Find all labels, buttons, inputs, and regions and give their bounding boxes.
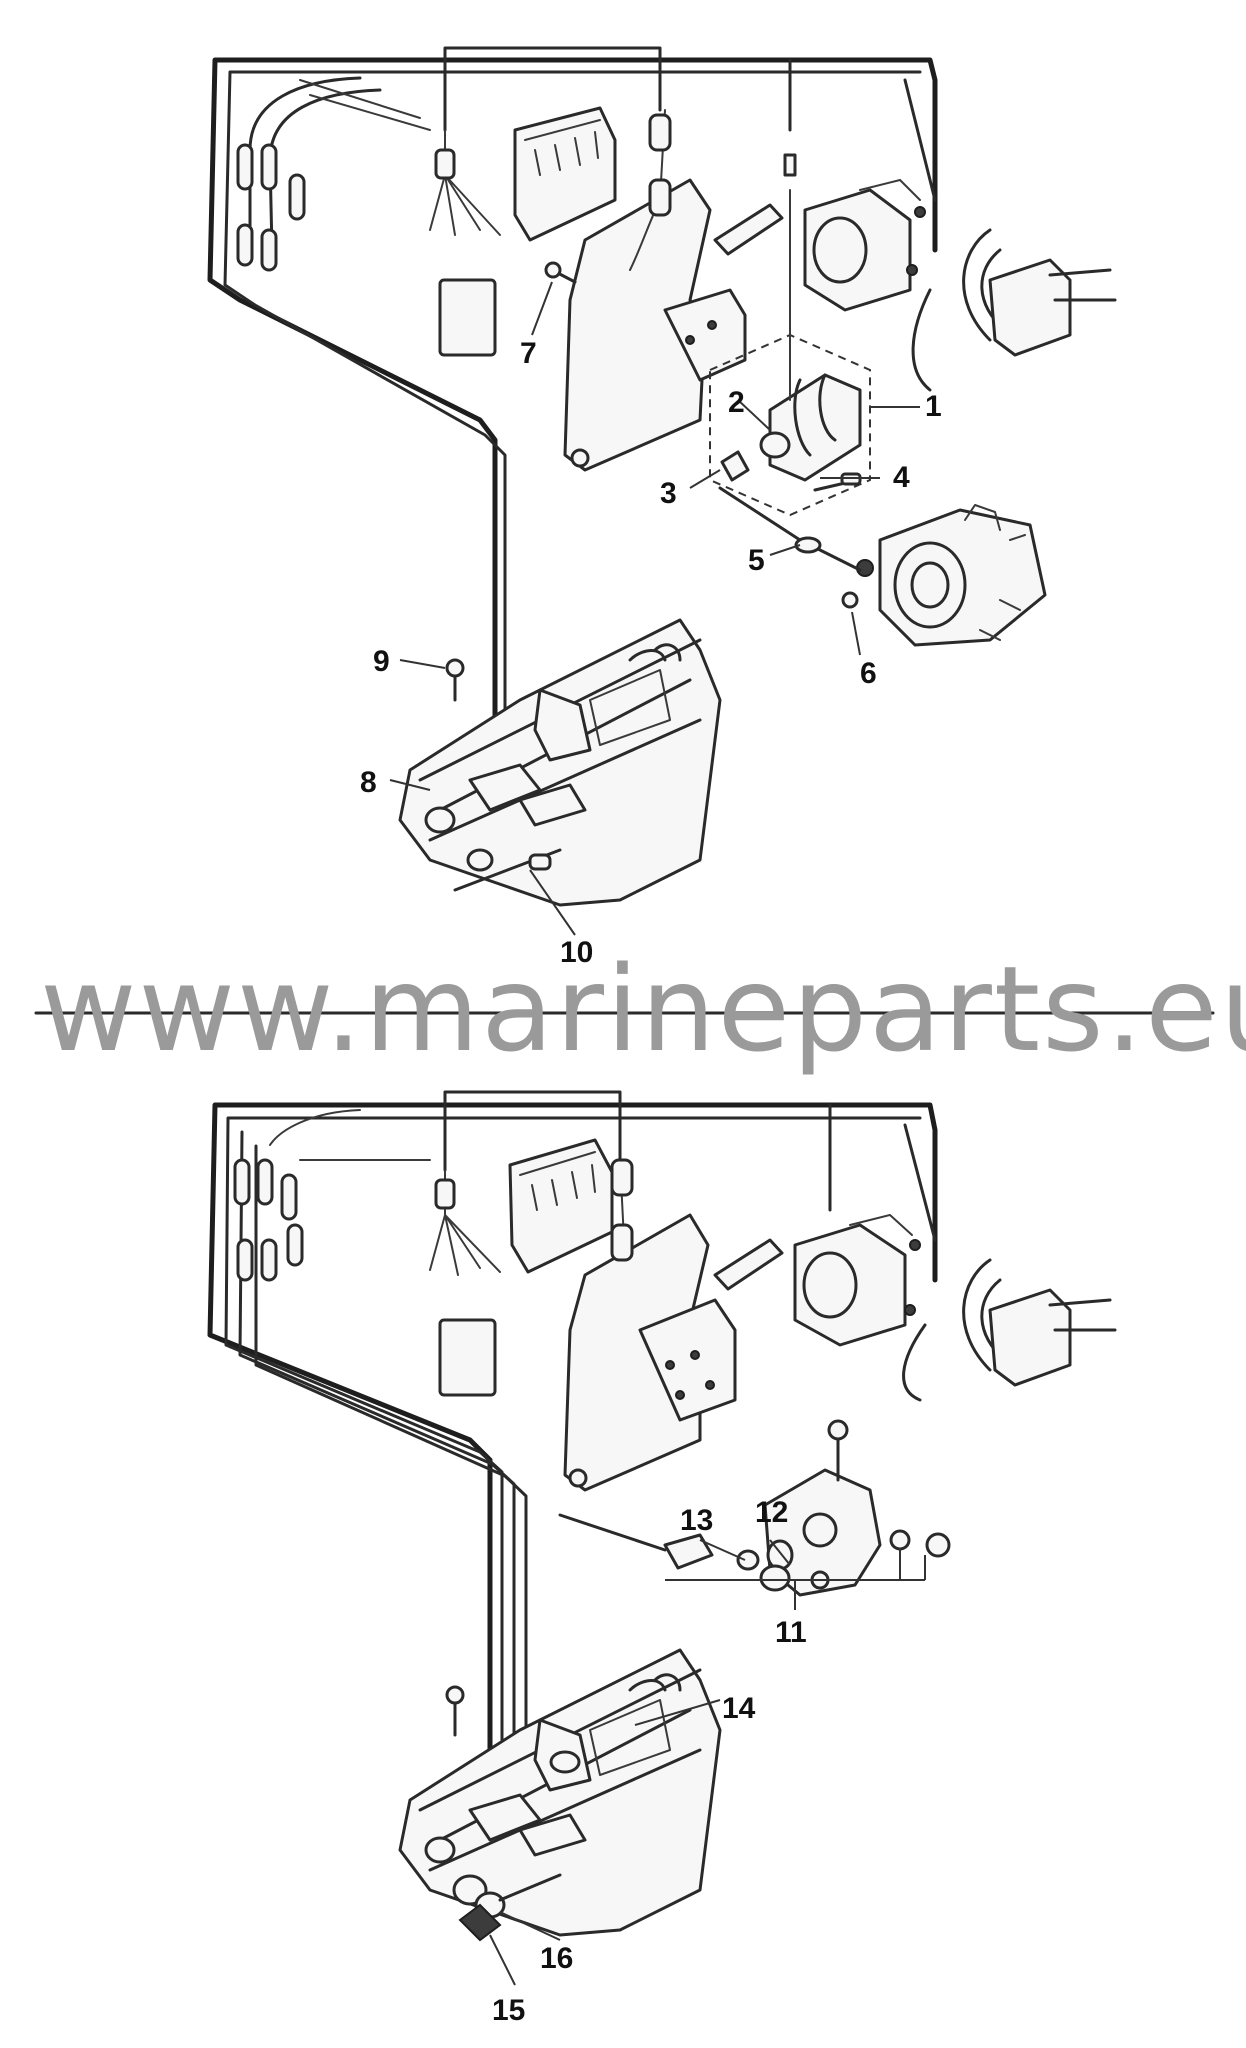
callout-7: 7	[520, 337, 537, 370]
lower-harness-outer	[207, 1102, 938, 1883]
watermark-text: www.marineparts.eu	[40, 940, 1246, 1078]
upper-harness-diagonal	[299, 79, 431, 131]
upper-lower-cowl	[398, 618, 722, 907]
lower-assembly	[207, 1090, 1117, 1986]
lower-harness-strand-4	[254, 1144, 528, 1882]
rectifier-connector	[429, 129, 501, 357]
neutral-switch-assembly	[558, 1419, 951, 1610]
upper-bullet-connectors	[236, 143, 306, 272]
callout-16: 16	[540, 1942, 573, 1975]
callout-2: 2	[728, 386, 745, 419]
lower-leader-lines	[489, 1539, 791, 1986]
watermark-group: www.marineparts.eu	[34, 940, 1246, 1078]
upper-assembly	[207, 46, 1117, 936]
lower-rectifier-connector	[429, 1169, 501, 1397]
lower-harness-strand-2	[224, 1116, 922, 1882]
lower-lower-cowl	[398, 1648, 722, 1937]
lower-switch-15-16	[452, 1873, 562, 1942]
callout-6: 6	[860, 657, 877, 690]
callout-labels: 1 2 3 4 5 6 7 8 9 10 11 12 13 14 15 16	[360, 337, 942, 2027]
callout-12: 12	[755, 1496, 788, 1529]
lower-relay	[902, 1258, 1117, 1402]
upper-harness-outer	[207, 57, 938, 763]
lower-cdi-module	[508, 1138, 614, 1274]
cdi-module	[513, 106, 617, 242]
lower-harness-strand-3	[238, 1130, 516, 1882]
ignition-switch-group	[709, 153, 871, 517]
upper-harness-branch-a	[443, 46, 937, 202]
callout-11: 11	[775, 1616, 807, 1649]
upper-harness-loop-left	[248, 76, 382, 252]
callout-10: 10	[560, 936, 593, 969]
upper-relay	[911, 228, 1117, 392]
upper-solenoid-block	[803, 179, 926, 312]
upper-harness-inner	[223, 70, 922, 762]
lower-harness-diagonal	[269, 1109, 431, 1161]
callout-5: 5	[748, 544, 765, 577]
lower-bullet-connectors	[233, 1158, 304, 1282]
callout-4: 4	[893, 461, 910, 494]
lower-clip	[713, 1238, 784, 1291]
lower-mounting-plate	[563, 1158, 737, 1492]
upper-clip	[713, 203, 784, 256]
upper-mounting-plate	[563, 109, 747, 472]
callout-8: 8	[360, 766, 377, 799]
callout-14: 14	[722, 1692, 756, 1725]
carburetor	[856, 504, 1047, 647]
callout-3: 3	[660, 477, 677, 510]
callout-1: 1	[925, 390, 942, 423]
callout-15: 15	[492, 1994, 525, 2027]
callout-9: 9	[373, 645, 390, 678]
callout-13: 13	[680, 1504, 713, 1537]
lower-harness-branch	[443, 1090, 937, 1242]
lower-solenoid-block	[793, 1214, 921, 1347]
upper-hardware	[445, 261, 862, 702]
upper-leader-lines	[389, 281, 920, 936]
